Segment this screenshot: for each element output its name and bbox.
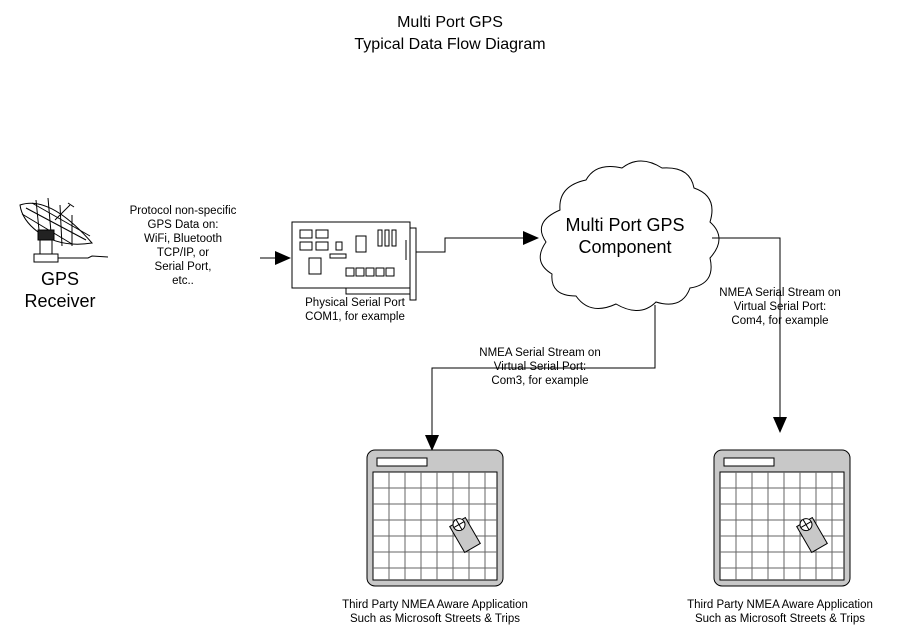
stream-com4-line-1: NMEA Serial Stream on bbox=[719, 287, 841, 299]
stream-com3-line-1: NMEA Serial Stream on bbox=[479, 347, 601, 359]
title-line-1: Multi Port GPS bbox=[397, 14, 503, 31]
component-line-2: Component bbox=[578, 237, 672, 257]
component-line-1: Multi Port GPS bbox=[565, 215, 685, 235]
protocol-note: Protocol non-specific GPS Data on: WiFi,… bbox=[108, 204, 258, 288]
app-left-label: Third Party NMEA Aware Application Such … bbox=[320, 598, 550, 626]
diagram-title: Multi Port GPS Typical Data Flow Diagram bbox=[300, 12, 600, 56]
app-right-line-2: Such as Microsoft Streets & Trips bbox=[694, 613, 865, 625]
stream-com4-line-3: Com4, for example bbox=[731, 315, 829, 327]
serial-port-card-icon bbox=[291, 221, 417, 301]
app-window-right-icon bbox=[713, 449, 851, 587]
app-window-left-icon bbox=[366, 449, 504, 587]
serial-port-label: Physical Serial Port COM1, for example bbox=[280, 296, 430, 324]
protocol-note-line-2: GPS Data on: bbox=[147, 219, 219, 231]
arrow-to-app-right bbox=[712, 237, 787, 433]
component-label: Multi Port GPS Component bbox=[545, 214, 705, 258]
gps-receiver-label: GPS Receiver bbox=[0, 268, 120, 312]
protocol-note-line-6: etc.. bbox=[172, 275, 194, 287]
stream-com4-label: NMEA Serial Stream on Virtual Serial Por… bbox=[690, 286, 870, 328]
protocol-note-line-1: Protocol non-specific bbox=[129, 205, 237, 217]
app-right-line-1: Third Party NMEA Aware Application bbox=[687, 599, 873, 611]
arrow-to-component bbox=[416, 231, 539, 253]
title-line-2: Typical Data Flow Diagram bbox=[354, 36, 546, 53]
protocol-note-line-5: Serial Port, bbox=[154, 261, 212, 273]
arrow-to-app-left bbox=[425, 305, 656, 451]
gps-receiver-line-1: GPS bbox=[40, 269, 79, 289]
stream-com3-line-2: Virtual Serial Port: bbox=[493, 361, 587, 373]
stream-com3-line-3: Com3, for example bbox=[491, 375, 589, 387]
protocol-note-line-3: WiFi, Bluetooth bbox=[144, 233, 222, 245]
gps-receiver-line-2: Receiver bbox=[24, 291, 96, 311]
app-left-line-2: Such as Microsoft Streets & Trips bbox=[349, 613, 520, 625]
stream-com4-line-2: Virtual Serial Port: bbox=[733, 301, 827, 313]
app-left-line-1: Third Party NMEA Aware Application bbox=[342, 599, 528, 611]
satellite-dish-icon bbox=[19, 197, 109, 263]
app-right-label: Third Party NMEA Aware Application Such … bbox=[665, 598, 895, 626]
serial-port-line-1: Physical Serial Port bbox=[305, 297, 405, 309]
serial-port-line-2: COM1, for example bbox=[305, 311, 405, 323]
protocol-note-line-4: TCP/IP, or bbox=[156, 247, 210, 259]
component-cloud-shape bbox=[539, 160, 720, 311]
stream-com3-label: NMEA Serial Stream on Virtual Serial Por… bbox=[450, 346, 630, 388]
